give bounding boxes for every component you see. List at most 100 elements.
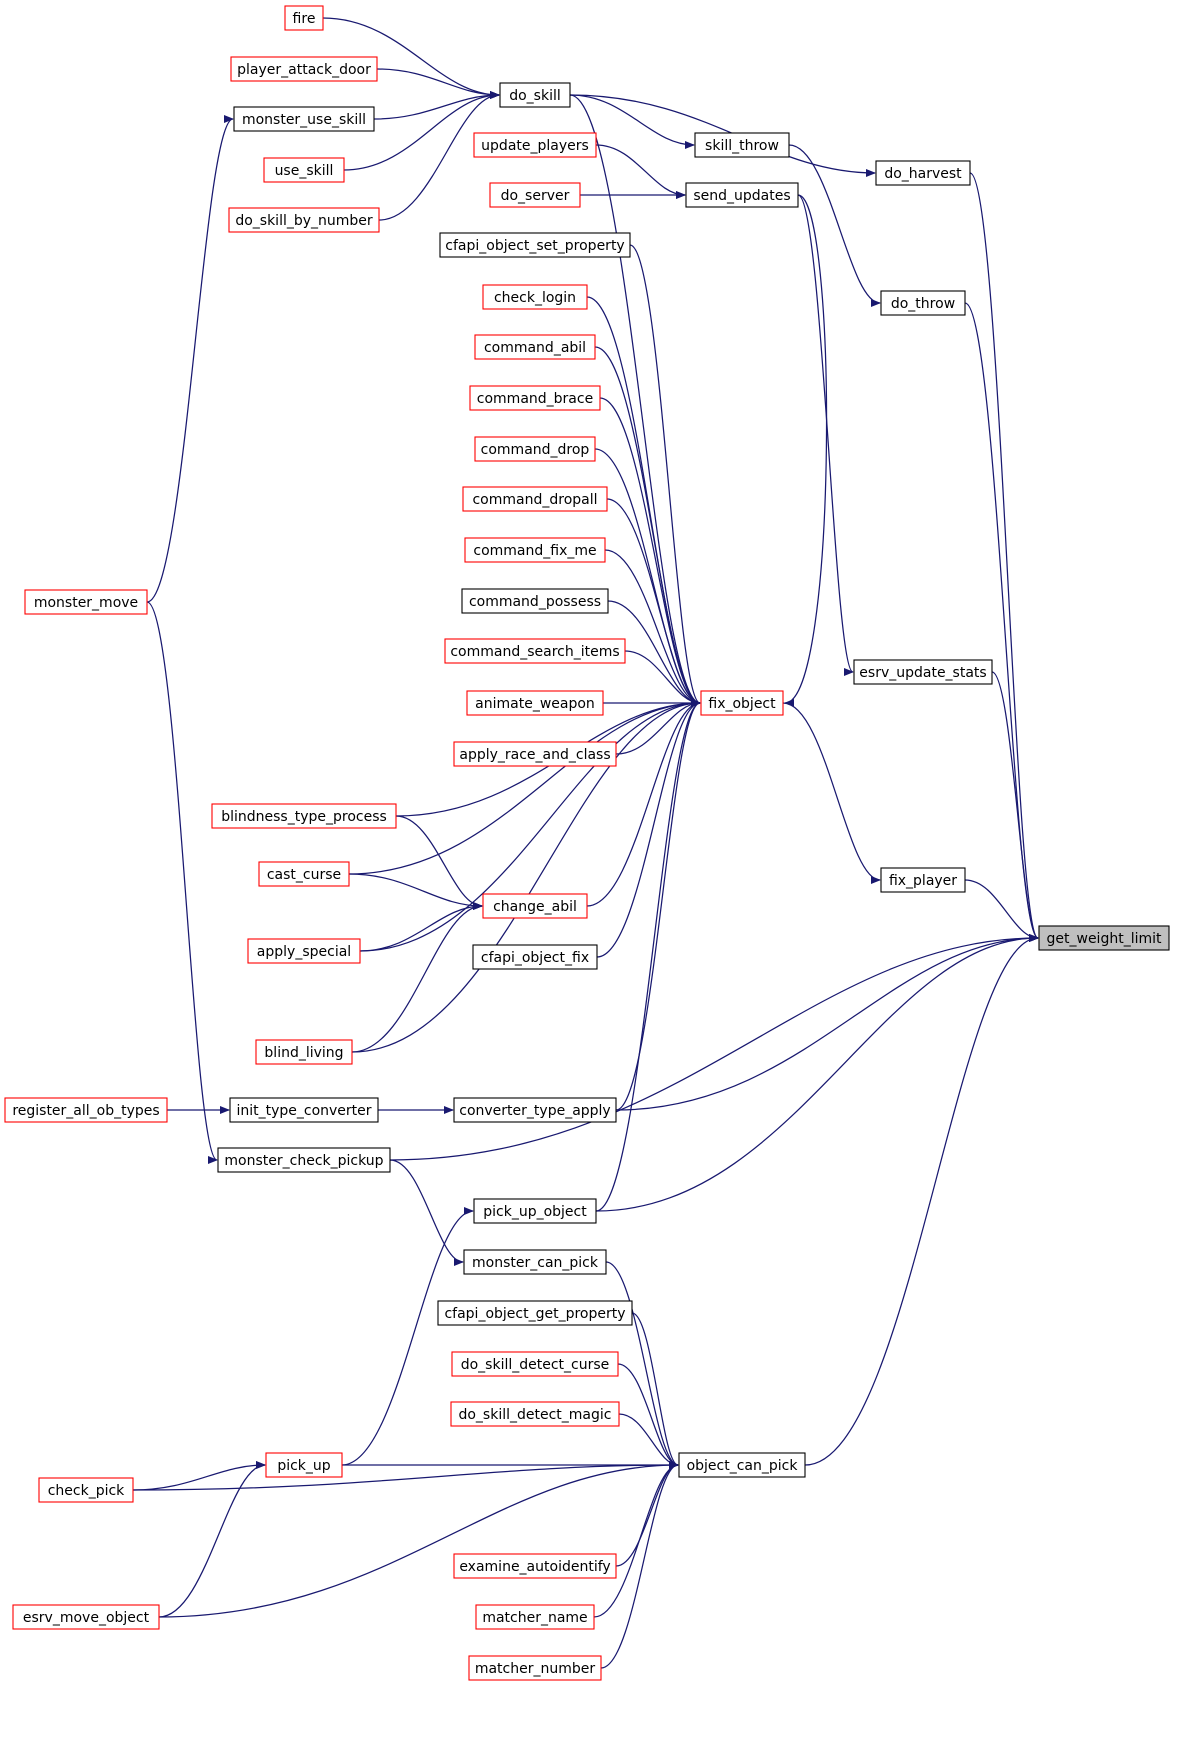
node-box[interactable] bbox=[461, 588, 609, 614]
node-box[interactable] bbox=[463, 1249, 607, 1275]
node-box[interactable] bbox=[1038, 925, 1170, 951]
node-box[interactable] bbox=[453, 1553, 617, 1579]
node-do_harvest[interactable]: do_harvest bbox=[875, 160, 971, 186]
node-box[interactable] bbox=[694, 132, 790, 158]
node-box[interactable] bbox=[451, 1351, 619, 1377]
node-cfapi_object_get_property[interactable]: cfapi_object_get_property bbox=[437, 1300, 633, 1326]
node-fire[interactable]: fire bbox=[284, 5, 324, 31]
node-command_search_items[interactable]: command_search_items bbox=[444, 638, 626, 664]
node-update_players[interactable]: update_players bbox=[473, 132, 597, 158]
node-box[interactable] bbox=[439, 232, 631, 258]
node-use_skill[interactable]: use_skill bbox=[263, 157, 345, 183]
node-esrv_update_stats[interactable]: esrv_update_stats bbox=[853, 659, 993, 685]
node-cast_curse[interactable]: cast_curse bbox=[258, 861, 350, 887]
node-box[interactable] bbox=[489, 182, 581, 208]
node-command_brace[interactable]: command_brace bbox=[469, 385, 601, 411]
node-do_skill_by_number[interactable]: do_skill_by_number bbox=[228, 207, 380, 233]
node-box[interactable] bbox=[474, 334, 596, 360]
node-box[interactable] bbox=[475, 1604, 595, 1630]
node-box[interactable] bbox=[499, 82, 571, 108]
node-blind_living[interactable]: blind_living bbox=[255, 1039, 353, 1065]
node-skill_throw[interactable]: skill_throw bbox=[694, 132, 790, 158]
node-box[interactable] bbox=[880, 867, 966, 893]
node-box[interactable] bbox=[474, 436, 596, 462]
node-box[interactable] bbox=[482, 284, 588, 310]
node-monster_use_skill[interactable]: monster_use_skill bbox=[233, 106, 375, 132]
node-init_type_converter[interactable]: init_type_converter bbox=[229, 1097, 379, 1123]
node-command_possess[interactable]: command_possess bbox=[461, 588, 609, 614]
node-box[interactable] bbox=[462, 486, 608, 512]
node-converter_type_apply[interactable]: converter_type_apply bbox=[453, 1097, 617, 1123]
node-box[interactable] bbox=[255, 1039, 353, 1065]
node-box[interactable] bbox=[263, 157, 345, 183]
node-box[interactable] bbox=[229, 1097, 379, 1123]
node-box[interactable] bbox=[437, 1300, 633, 1326]
node-box[interactable] bbox=[685, 182, 799, 208]
node-command_abil[interactable]: command_abil bbox=[474, 334, 596, 360]
node-apply_race_and_class[interactable]: apply_race_and_class bbox=[453, 741, 617, 767]
node-box[interactable] bbox=[265, 1452, 343, 1478]
node-box[interactable] bbox=[228, 207, 380, 233]
node-do_skill_detect_curse[interactable]: do_skill_detect_curse bbox=[451, 1351, 619, 1377]
node-monster_move[interactable]: monster_move bbox=[24, 589, 148, 615]
node-examine_autoidentify[interactable]: examine_autoidentify bbox=[453, 1553, 617, 1579]
node-command_dropall[interactable]: command_dropall bbox=[462, 486, 608, 512]
node-box[interactable] bbox=[466, 690, 604, 716]
node-do_throw[interactable]: do_throw bbox=[880, 290, 966, 316]
node-pick_up[interactable]: pick_up bbox=[265, 1452, 343, 1478]
node-check_login[interactable]: check_login bbox=[482, 284, 588, 310]
node-box[interactable] bbox=[700, 690, 784, 716]
node-box[interactable] bbox=[258, 861, 350, 887]
node-do_skill[interactable]: do_skill bbox=[499, 82, 571, 108]
node-box[interactable] bbox=[853, 659, 993, 685]
node-box[interactable] bbox=[24, 589, 148, 615]
node-fix_player[interactable]: fix_player bbox=[880, 867, 966, 893]
node-send_updates[interactable]: send_updates bbox=[685, 182, 799, 208]
node-box[interactable] bbox=[472, 944, 598, 970]
node-box[interactable] bbox=[678, 1452, 806, 1478]
node-box[interactable] bbox=[464, 537, 606, 563]
node-box[interactable] bbox=[473, 132, 597, 158]
node-matcher_name[interactable]: matcher_name bbox=[475, 1604, 595, 1630]
node-box[interactable] bbox=[233, 106, 375, 132]
node-monster_check_pickup[interactable]: monster_check_pickup bbox=[217, 1147, 391, 1173]
node-register_all_ob_types[interactable]: register_all_ob_types bbox=[4, 1097, 168, 1123]
node-player_attack_door[interactable]: player_attack_door bbox=[230, 56, 378, 82]
node-change_abil[interactable]: change_abil bbox=[482, 893, 588, 919]
node-box[interactable] bbox=[468, 1655, 602, 1681]
node-box[interactable] bbox=[38, 1477, 134, 1503]
node-cfapi_object_set_property[interactable]: cfapi_object_set_property bbox=[439, 232, 631, 258]
node-box[interactable] bbox=[211, 803, 397, 829]
node-box[interactable] bbox=[469, 385, 601, 411]
node-do_skill_detect_magic[interactable]: do_skill_detect_magic bbox=[450, 1401, 620, 1427]
node-box[interactable] bbox=[230, 56, 378, 82]
node-esrv_move_object[interactable]: esrv_move_object bbox=[12, 1604, 160, 1630]
node-command_fix_me[interactable]: command_fix_me bbox=[464, 537, 606, 563]
node-cfapi_object_fix[interactable]: cfapi_object_fix bbox=[472, 944, 598, 970]
node-box[interactable] bbox=[12, 1604, 160, 1630]
node-object_can_pick[interactable]: object_can_pick bbox=[678, 1452, 806, 1478]
node-matcher_number[interactable]: matcher_number bbox=[468, 1655, 602, 1681]
node-animate_weapon[interactable]: animate_weapon bbox=[466, 690, 604, 716]
node-box[interactable] bbox=[247, 938, 361, 964]
node-blindness_type_process[interactable]: blindness_type_process bbox=[211, 803, 397, 829]
node-box[interactable] bbox=[217, 1147, 391, 1173]
node-box[interactable] bbox=[453, 1097, 617, 1123]
node-box[interactable] bbox=[450, 1401, 620, 1427]
node-apply_special[interactable]: apply_special bbox=[247, 938, 361, 964]
node-box[interactable] bbox=[4, 1097, 168, 1123]
node-do_server[interactable]: do_server bbox=[489, 182, 581, 208]
node-box[interactable] bbox=[453, 741, 617, 767]
node-fix_object[interactable]: fix_object bbox=[700, 690, 784, 716]
node-check_pick[interactable]: check_pick bbox=[38, 1477, 134, 1503]
node-box[interactable] bbox=[284, 5, 324, 31]
node-command_drop[interactable]: command_drop bbox=[474, 436, 596, 462]
node-monster_can_pick[interactable]: monster_can_pick bbox=[463, 1249, 607, 1275]
node-box[interactable] bbox=[444, 638, 626, 664]
node-box[interactable] bbox=[880, 290, 966, 316]
node-box[interactable] bbox=[875, 160, 971, 186]
node-box[interactable] bbox=[482, 893, 588, 919]
node-box[interactable] bbox=[473, 1198, 597, 1224]
node-pick_up_object[interactable]: pick_up_object bbox=[473, 1198, 597, 1224]
node-get_weight_limit[interactable]: get_weight_limit bbox=[1038, 925, 1170, 951]
